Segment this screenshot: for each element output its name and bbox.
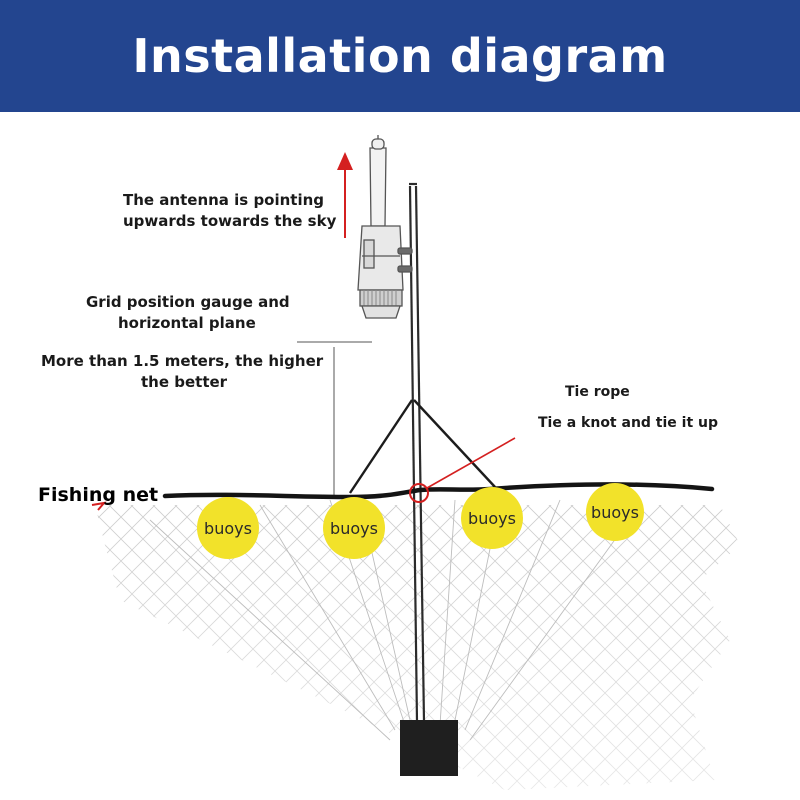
grid-gauge-label: Grid position gauge and horizontal plane (86, 292, 306, 334)
height-label-line1: More than 1.5 meters, the higher (41, 352, 324, 370)
buoy: buoys (197, 497, 259, 559)
net-mesh (95, 499, 740, 790)
fishing-net-pointer (91, 501, 107, 511)
grid-gauge-label-line2: horizontal plane (118, 314, 256, 332)
knot-marker (409, 483, 429, 503)
antenna-label-line2: upwards towards the sky (123, 212, 337, 230)
float-line (162, 482, 715, 500)
knot-pointer (426, 437, 516, 489)
tie-ropes (349, 399, 496, 494)
tie-knot-label: Tie a knot and tie it up (538, 415, 719, 431)
sinker-weight (400, 720, 458, 776)
buoy-label: buoys (204, 519, 252, 538)
pole (408, 182, 426, 723)
buoy-label: buoys (591, 503, 639, 522)
grid-gauge-label-line1: Grid position gauge and (86, 293, 290, 311)
antenna-label-line1: The antenna is pointing (123, 191, 325, 209)
up-arrow-icon (337, 152, 353, 238)
height-label: More than 1.5 meters, the higher the bet… (41, 351, 341, 393)
page-title: Installation diagram (132, 29, 668, 83)
antenna-device (357, 135, 413, 319)
buoy-label: buoys (468, 509, 516, 528)
buoy: buoys (586, 483, 644, 541)
title-banner: Installation diagram (0, 0, 800, 112)
buoy-label: buoys (330, 519, 378, 538)
tie-rope-label: Tie rope (565, 384, 630, 400)
height-label-line2: the better (141, 373, 228, 391)
antenna-label: The antenna is pointing upwards towards … (123, 190, 343, 232)
buoy: buoys (323, 497, 385, 559)
fishing-net-label: Fishing net (38, 484, 159, 506)
buoy: buoys (461, 487, 523, 549)
